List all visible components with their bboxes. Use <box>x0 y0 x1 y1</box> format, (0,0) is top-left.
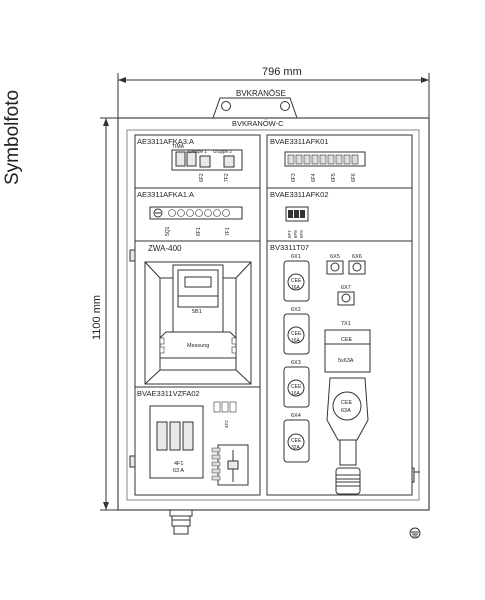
m3-tag-2: 6F1 <box>196 227 202 236</box>
m4-tag-1: 6F7 <box>287 230 292 238</box>
m2-tag-4: 6F6 <box>351 173 357 182</box>
svg-text:CEE: CEE <box>291 278 302 284</box>
cee-socket-6x1: 6X1 CEE 16A <box>283 254 310 302</box>
svg-text:16A: 16A <box>291 285 301 291</box>
schuko-socket-6x6: 6X6 <box>348 254 366 275</box>
m1-title: AE3311AFKA3.A <box>137 137 194 146</box>
svg-text:6X4: 6X4 <box>291 413 301 419</box>
schuko-socket-6x5: 6X5 <box>326 254 344 275</box>
m1-tag-1: 6F2 <box>199 173 205 182</box>
m7-title: BVAE3311VZFA02 <box>137 389 200 398</box>
cable-gland <box>169 509 193 535</box>
module-m7: BVAE3311VZFA02 4F1 63 A 4F2 <box>134 386 261 496</box>
m7-tag: 4F2 <box>224 420 229 428</box>
m3-title: AE3311AFKA1.A <box>137 190 194 199</box>
module-m2: BVAE3311AFK01 6F3 6F4 6F5 6F6 <box>266 134 413 189</box>
m3-tag-3: 7F1 <box>225 227 231 236</box>
m1-sub: TIMA <box>172 144 185 150</box>
svg-text:CEE: CEE <box>341 400 353 406</box>
m4-tag-3: 6F9 <box>299 230 304 238</box>
svg-text:63A: 63A <box>341 408 351 414</box>
symbolfoto-label: Symbolfoto <box>2 90 23 185</box>
m5-meter-label: Messung <box>187 343 209 349</box>
m4-tag-2: 6F8 <box>293 230 298 238</box>
module-m5: ZWA-400 5B1 Messung <box>134 240 261 388</box>
m2-tag-2: 6F4 <box>311 173 317 182</box>
svg-text:CEE: CEE <box>291 384 302 390</box>
svg-text:6X1: 6X1 <box>291 254 301 260</box>
m1-group2: Gruppe 2 <box>213 149 232 154</box>
svg-text:CEE: CEE <box>291 331 302 337</box>
crane-label: BVKRANÖW-C <box>232 119 284 128</box>
cee-63a-7x1: 7X1 CEE 5x63A CEE 63A <box>324 321 371 495</box>
svg-text:16A: 16A <box>291 338 301 344</box>
width-label: 796 mm <box>262 66 302 78</box>
module-m6: BV3311T07 6X1 CEE 16A 6X2 CEE 16A 6X3 CE… <box>266 240 413 496</box>
svg-text:5x63A: 5x63A <box>338 358 354 364</box>
svg-text:6X7: 6X7 <box>341 285 351 291</box>
m2-title: BVAE3311AFK01 <box>270 137 329 146</box>
svg-text:32A: 32A <box>291 445 301 451</box>
module-m3: AE3311AFKA1.A 5Q1 6F1 7F1 <box>134 187 261 242</box>
m6-title: BV3311T07 <box>270 243 309 252</box>
svg-text:6X2: 6X2 <box>291 307 301 313</box>
svg-text:6X5: 6X5 <box>330 254 340 260</box>
svg-text:6X6: 6X6 <box>352 254 362 260</box>
svg-text:16A: 16A <box>291 391 301 397</box>
width-dimension: 796 mm <box>117 66 430 120</box>
m1-group1: Gruppe 1 <box>188 149 207 154</box>
schuko-socket-6x7: 6X7 <box>337 285 355 306</box>
cee-socket-6x2: 6X2 CEE 16A <box>283 307 310 355</box>
m2-tag-1: 6F3 <box>291 173 297 182</box>
lifting-eye-label: BVKRANÖSE <box>236 89 286 98</box>
m3-tag-1: 5Q1 <box>165 226 171 236</box>
svg-text:6X3: 6X3 <box>291 360 301 366</box>
m1-tag-2: 7F2 <box>224 173 230 182</box>
m5-meter-tag: 5B1 <box>192 309 202 315</box>
m7-rcd-rating: 63 A <box>173 468 184 474</box>
module-m4: BVAE3311AFK02 6F7 6F8 6F9 <box>266 187 413 242</box>
lifting-eye: BVKRANÖSE <box>212 89 298 119</box>
m5-title: ZWA-400 <box>148 244 182 253</box>
cee-socket-6x3: 6X3 CEE 16A <box>283 360 310 408</box>
m2-tag-3: 6F5 <box>331 173 337 182</box>
height-dimension: 1100 mm <box>91 117 118 511</box>
cee-socket-6x4: 6X4 CEE 32A <box>283 413 310 463</box>
m4-title: BVAE3311AFK02 <box>270 190 329 199</box>
svg-text:7X1: 7X1 <box>341 321 351 327</box>
height-label: 1100 mm <box>91 295 103 340</box>
svg-text:CEE: CEE <box>291 438 302 444</box>
svg-text:CEE: CEE <box>341 337 353 343</box>
ground-icon <box>409 527 421 539</box>
module-m1: AE3311AFKA3.A TIMA Gruppe 1 Gruppe 2 6F2… <box>134 134 261 189</box>
m7-rcd-tag: 4F1 <box>174 461 183 467</box>
